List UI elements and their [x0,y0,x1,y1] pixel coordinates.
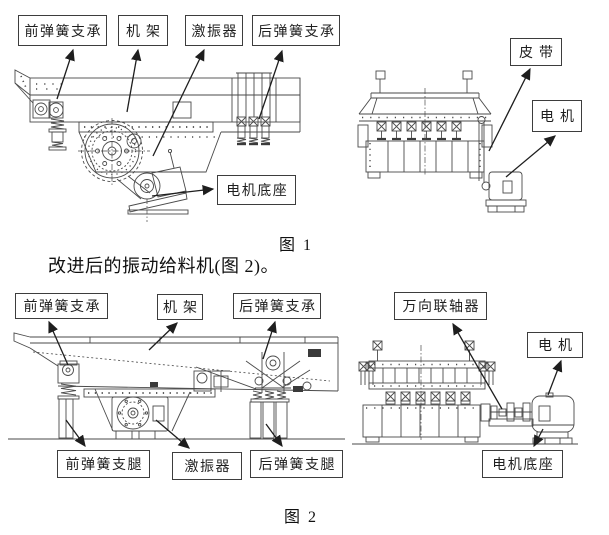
fig2-front-view-drawing [352,340,578,445]
fig2-label-front-spring-support: 前弹簧支承 [15,293,108,319]
arrow-fig1-rear-spring-support [258,49,284,120]
arrow-fig2-exciter [155,419,190,449]
fig1-front-view-motor-part [481,171,527,213]
fig2-rear-spring-support-part [245,352,301,403]
fig2-motor-part [531,392,575,445]
fig1-front-spring-support-part [32,99,67,151]
fig1-side-view-drawing [14,69,301,222]
arrow-fig2-motor-base [533,428,544,448]
fig2-label-motor-base: 电机底座 [482,450,563,478]
fig1-rear-spring-support-part [231,72,277,146]
fig2-mid-brackets [193,366,312,392]
fig2-label-universal-coupling: 万向联轴器 [394,292,487,320]
fig2-label-frame: 机架 [157,294,203,320]
fig1-front-view-drawing [357,70,527,213]
arrow-fig2-front-spring-leg [65,419,86,448]
arrow-fig2-rear-spring-leg [265,423,283,448]
fig2-rear-spring-leg-part [249,401,288,439]
fig2-end-spring-towers [358,361,496,385]
arrow-fig2-universal-coupling [452,322,503,410]
fig2-exciter-part [94,388,191,440]
arrow-fig2-frame [148,322,178,351]
fig1-label-front-spring-support: 前弹簧支承 [18,15,107,46]
arrow-fig2-front-spring-support [48,320,69,366]
fig1-label-belt: 皮带 [510,38,562,66]
arrow-fig1-belt [488,67,531,152]
fig1-label-rear-spring-support: 后弹簧支承 [252,15,340,46]
fig2-label-rear-spring-leg: 后弹簧支腿 [250,450,343,478]
fig2-label-front-spring-leg: 前弹簧支腿 [57,450,150,478]
arrow-fig1-frame [126,48,142,113]
body-paragraph: 改进后的振动给料机(图 2)。 [48,256,279,276]
fig2-lower-panels [362,404,481,443]
fig1-belt-part [477,116,486,183]
fig2-label-motor: 电机 [527,332,583,358]
fig2-front-spring-support-part [57,360,80,400]
callout-arrows-fig2 [48,320,563,449]
fig1-label-motor: 电机 [532,100,582,132]
fig1-motor-part [127,148,189,222]
fig2-caption: 图 2 [284,509,319,526]
fig2-universal-coupling-part [480,402,534,427]
fig1-label-frame: 机架 [118,15,168,46]
arrow-fig2-motor [547,359,563,396]
arrow-fig1-motor [505,135,556,178]
arrow-fig1-motor-base [151,185,215,197]
arrow-fig1-front-spring-support [56,48,75,100]
fig2-body [13,332,339,398]
fig1-caption: 图 1 [279,237,314,254]
fig2-label-rear-spring-support: 后弹簧支承 [233,293,321,319]
fig2-side-view-drawing [8,332,345,440]
fig1-label-motor-base: 电机底座 [217,175,296,205]
fig2-label-exciter: 激振器 [172,452,242,480]
callout-arrows-fig1 [56,48,556,197]
arrow-fig2-rear-spring-support [262,320,277,360]
fig1-label-exciter: 激振器 [185,15,243,46]
fig2-spring-row [385,391,471,405]
fig1-body [14,69,301,173]
fig2-front-spring-leg-part [58,398,74,439]
fig1-exciter-part [78,118,151,200]
arrow-fig1-exciter [152,48,205,157]
